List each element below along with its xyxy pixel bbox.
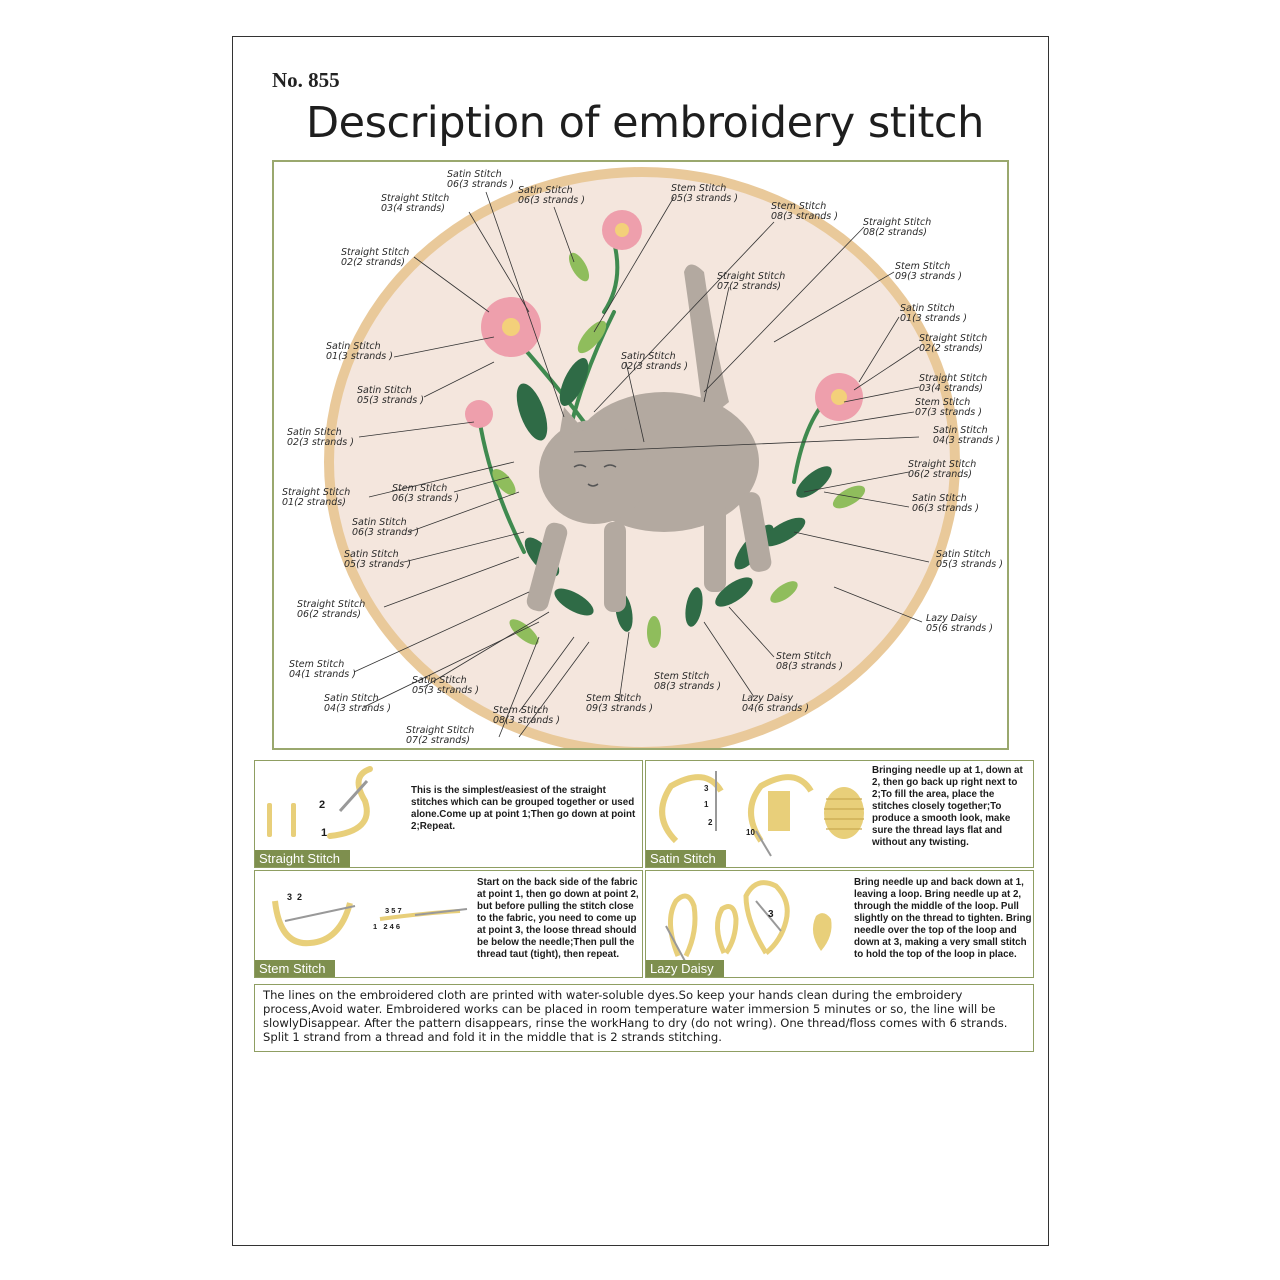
stem-mini-bottom-numbers: 1 2 4 6 <box>373 922 401 931</box>
point-3-label: 3 <box>704 784 709 793</box>
pattern-number: No. 855 <box>272 68 340 92</box>
point-3-label: 3 <box>768 909 774 920</box>
stem-stitch-text: Start on the back side of the fabric at … <box>477 877 639 960</box>
flower-left-small <box>465 400 493 428</box>
stem-top-numbers: 3 2 <box>287 892 303 902</box>
lazy-daisy-panel: 3 Bring needle up and back down at 1, le… <box>645 870 1034 978</box>
stem-mini-top-numbers: 3 5 7 <box>385 906 402 915</box>
satin-stitch-panel: 3 1 2 10 Bringing needle up at 1, down a… <box>645 760 1034 868</box>
care-note-text: The lines on the embroidered cloth are p… <box>263 988 1008 1044</box>
straight-stitch-text: This is the simplest/easiest of the stra… <box>411 785 636 832</box>
straight-stitch-tag: Straight Stitch <box>255 850 350 867</box>
light-leaves <box>492 252 866 648</box>
point-1-label: 1 <box>704 800 709 809</box>
leader-lines <box>353 191 930 738</box>
satin-stitch-text: Bringing needle up at 1, down at 2, then… <box>872 765 1023 848</box>
stem-stitch-illustration <box>272 900 468 947</box>
satin-stitch-tag: Satin Stitch <box>646 850 726 867</box>
page-title: Description of embroidery stitch <box>306 98 984 148</box>
straight-stitch-illustration <box>267 766 373 839</box>
point-2-label: 2 <box>319 799 326 811</box>
lazy-daisy-tag: Lazy Daisy <box>646 960 724 977</box>
stem-stitch-panel: 3 2 3 5 7 1 2 4 6 Start on the back side… <box>254 870 643 978</box>
stem-stitch-tag: Stem Stitch <box>255 960 336 977</box>
embroidery-illustration <box>324 167 960 748</box>
lazy-daisy-illustration <box>665 880 832 964</box>
flowers <box>465 210 863 428</box>
point-1-label: 1 <box>321 827 328 839</box>
straight-stitch-panel: 2 1 This is the simplest/easiest of the … <box>254 760 643 868</box>
care-note: The lines on the embroidered cloth are p… <box>254 984 1034 1052</box>
point-10-label: 10 <box>746 828 755 837</box>
satin-stitch-illustration <box>659 771 864 857</box>
lazy-daisy-text: Bring needle up and back down at 1, leav… <box>854 877 1032 960</box>
cat <box>526 264 772 612</box>
point-2-label: 2 <box>708 818 713 827</box>
